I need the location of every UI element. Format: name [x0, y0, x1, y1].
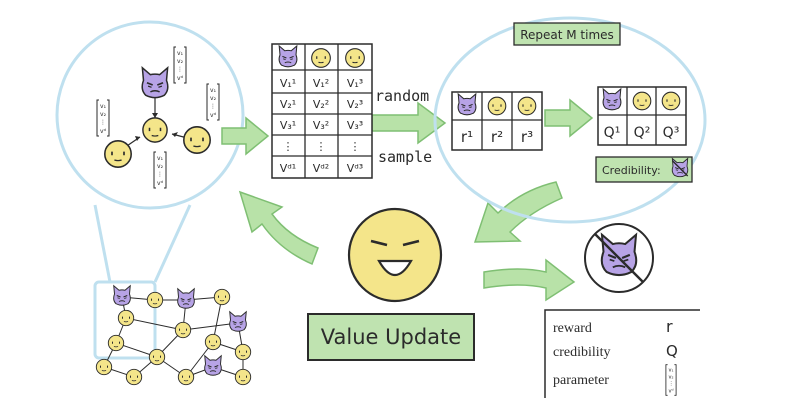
reward-table: r¹ r² r³ — [451, 91, 543, 151]
agent-graph-zoom-circle — [55, 20, 245, 210]
crossed-out-devil-icon — [584, 223, 654, 293]
q-cell: Q¹ — [604, 125, 621, 141]
center-smiley-agent-icon — [142, 117, 168, 143]
legend: reward r credibility Q parameter — [544, 309, 700, 398]
legend-credibility-symbol: Q — [666, 342, 678, 360]
parameter-table: V₁¹ V₁² V₁³ V₂¹ V₂² V₂³ V₃¹ V₃² V₃³ ⋮ ⋮ … — [271, 43, 373, 179]
smiley-agent-icon — [517, 96, 537, 116]
table-cell: ⋮ — [350, 140, 361, 153]
credibility-table: Q¹ Q² Q³ — [597, 86, 687, 146]
arrow-back-to-graph — [238, 190, 319, 266]
zoom-source-box — [93, 280, 157, 360]
table-cell: V₃³ — [347, 119, 363, 132]
repeat-loop: Repeat M times — [433, 16, 707, 224]
value-update-label: Value Update — [321, 325, 461, 349]
credibility-box: Credibility: — [595, 156, 693, 183]
table-cell: V₁² — [313, 77, 329, 90]
table-cell: V₁¹ — [280, 77, 296, 90]
table-cell: ⋮ — [316, 140, 327, 153]
crossed-devil-small-icon — [671, 158, 689, 178]
table-cell: V₁³ — [347, 77, 363, 90]
zoomed-agent-network — [96, 46, 220, 189]
random-label: random — [375, 87, 429, 105]
legend-parameter-symbol — [665, 364, 677, 396]
q-cell: Q² — [634, 125, 651, 141]
smiley-agent-icon — [146, 291, 164, 309]
left-smiley-agent-icon — [103, 139, 133, 169]
devil-agent-icon — [229, 311, 247, 332]
devil-agent-icon — [204, 355, 222, 376]
devil-agent-icon — [177, 288, 195, 309]
sample-label: sample — [378, 148, 432, 166]
flow-arrows — [221, 98, 594, 302]
agent-network-graph — [103, 296, 244, 378]
reward-cell: r¹ — [461, 128, 473, 146]
arrow-to-banned-devil — [483, 258, 576, 302]
repeat-loop-ellipse — [433, 16, 707, 224]
reward-cell: r² — [491, 128, 503, 146]
value-update-box: Value Update — [307, 313, 475, 361]
large-happy-face-icon — [347, 207, 443, 303]
smiley-agent-icon — [125, 368, 143, 386]
smiley-agent-icon — [95, 358, 113, 376]
smiley-agent-icon — [117, 309, 135, 327]
smiley-agent-icon — [148, 348, 166, 366]
smiley-agent-icon — [632, 91, 652, 111]
smiley-agent-icon — [204, 333, 222, 351]
smiley-agent-icon — [234, 343, 252, 361]
legend-reward-symbol: r — [666, 317, 673, 336]
arrow-random-sample — [371, 101, 447, 145]
smiley-agent-icon — [311, 48, 331, 68]
legend-credibility-label: credibility — [553, 345, 611, 360]
table-cell: ⋮ — [283, 140, 294, 153]
smiley-agent-icon — [174, 321, 192, 339]
table-cell: Vᵈ³ — [347, 162, 363, 175]
repeat-label: Repeat M times — [520, 28, 614, 42]
table-cell: Vᵈ² — [313, 162, 329, 175]
smiley-agent-icon — [345, 48, 365, 68]
table-cell: V₃¹ — [280, 119, 296, 132]
repeat-label-box — [513, 22, 621, 46]
table-cell: V₃² — [313, 119, 329, 132]
legend-parameter-label: parameter — [553, 373, 609, 388]
q-cell: Q³ — [663, 125, 680, 141]
credibility-label: Credibility: — [602, 164, 661, 177]
arrow-to-q — [544, 98, 594, 138]
right-smiley-agent-icon — [182, 125, 212, 155]
table-cell: Vᵈ¹ — [280, 162, 296, 175]
smiley-agent-icon — [107, 334, 125, 352]
table-cell: V₂³ — [347, 98, 363, 111]
smiley-agent-icon — [661, 91, 681, 111]
legend-reward-label: reward — [553, 321, 592, 336]
table-cell: V₂² — [313, 98, 329, 111]
arrow-to-table — [221, 116, 270, 156]
smiley-agent-icon — [234, 368, 252, 386]
smiley-agent-icon — [487, 96, 507, 116]
smiley-agent-icon — [177, 368, 195, 386]
table-cell: V₂¹ — [280, 98, 296, 111]
reward-cell: r³ — [521, 128, 533, 146]
devil-agent-icon — [113, 285, 131, 306]
zoom-callout — [55, 20, 245, 360]
arrow-to-value-update-face — [473, 181, 563, 243]
smiley-agent-icon — [213, 288, 231, 306]
